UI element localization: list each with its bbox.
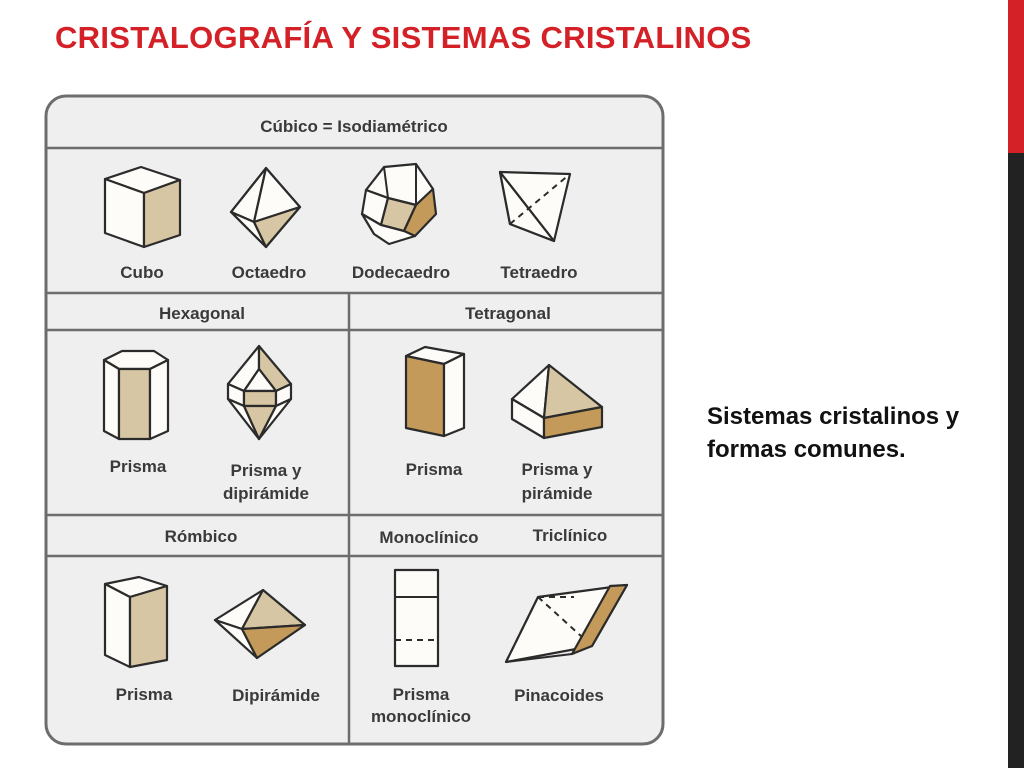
header-rhombic: Rómbico: [165, 527, 238, 546]
octahedron-icon: [229, 166, 302, 249]
hexagonal-bipyramid-icon: [226, 344, 293, 441]
label-hex-prisma-y: Prisma y: [231, 461, 302, 480]
label-hex-dipiramide: dipirámide: [223, 484, 309, 503]
label-mono-prisma: Prisma: [393, 685, 450, 704]
label-cubo: Cubo: [120, 263, 163, 282]
label-mono-monoclinico: monoclínico: [371, 707, 471, 726]
diagram-panel: [44, 94, 665, 746]
header-triclinic: Triclínico: [533, 526, 608, 545]
right-accent-bar: [1008, 0, 1024, 768]
label-rom-prisma: Prisma: [116, 685, 173, 704]
label-tet-prisma: Prisma: [406, 460, 463, 479]
diagram-grid: [46, 146, 663, 744]
label-hex-prisma: Prisma: [110, 457, 167, 476]
header-hexagonal: Hexagonal: [159, 304, 245, 323]
cube-icon: [103, 165, 182, 249]
tetrahedron-icon: [498, 170, 572, 243]
label-rom-dipiramide: Dipirámide: [232, 686, 320, 705]
tetragonal-pyramid-icon: [510, 363, 604, 440]
monoclinic-prism-icon: [393, 568, 440, 668]
slide-title: CRISTALOGRAFÍA Y SISTEMAS CRISTALINOS: [55, 20, 752, 55]
pinacoid-icon: [504, 583, 629, 664]
label-pinacoides: Pinacoides: [514, 686, 604, 705]
slide-caption: Sistemas cristalinos y formas comunes.: [707, 403, 960, 463]
label-tetraedro: Tetraedro: [500, 263, 577, 282]
label-dodecaedro: Dodecaedro: [352, 263, 450, 282]
hexagonal-prism-icon: [102, 349, 170, 441]
crystal-systems-diagram: Cúbico = Isodiamétrico Hexagonal Tetrago…: [44, 94, 665, 746]
tetragonal-prism-icon: [404, 345, 466, 438]
header-cubic: Cúbico = Isodiamétrico: [260, 117, 448, 136]
rhombic-bipyramid-icon: [213, 588, 307, 660]
dodecahedron-icon: [360, 162, 438, 246]
header-monoclinic: Monoclínico: [379, 528, 478, 547]
label-tet-piramide: pirámide: [522, 484, 593, 503]
rhombic-prism-icon: [103, 575, 169, 669]
accent-bar-red-segment: [1008, 0, 1024, 153]
label-tet-prisma-y: Prisma y: [522, 460, 593, 479]
label-octaedro: Octaedro: [232, 263, 307, 282]
header-tetragonal: Tetragonal: [465, 304, 551, 323]
